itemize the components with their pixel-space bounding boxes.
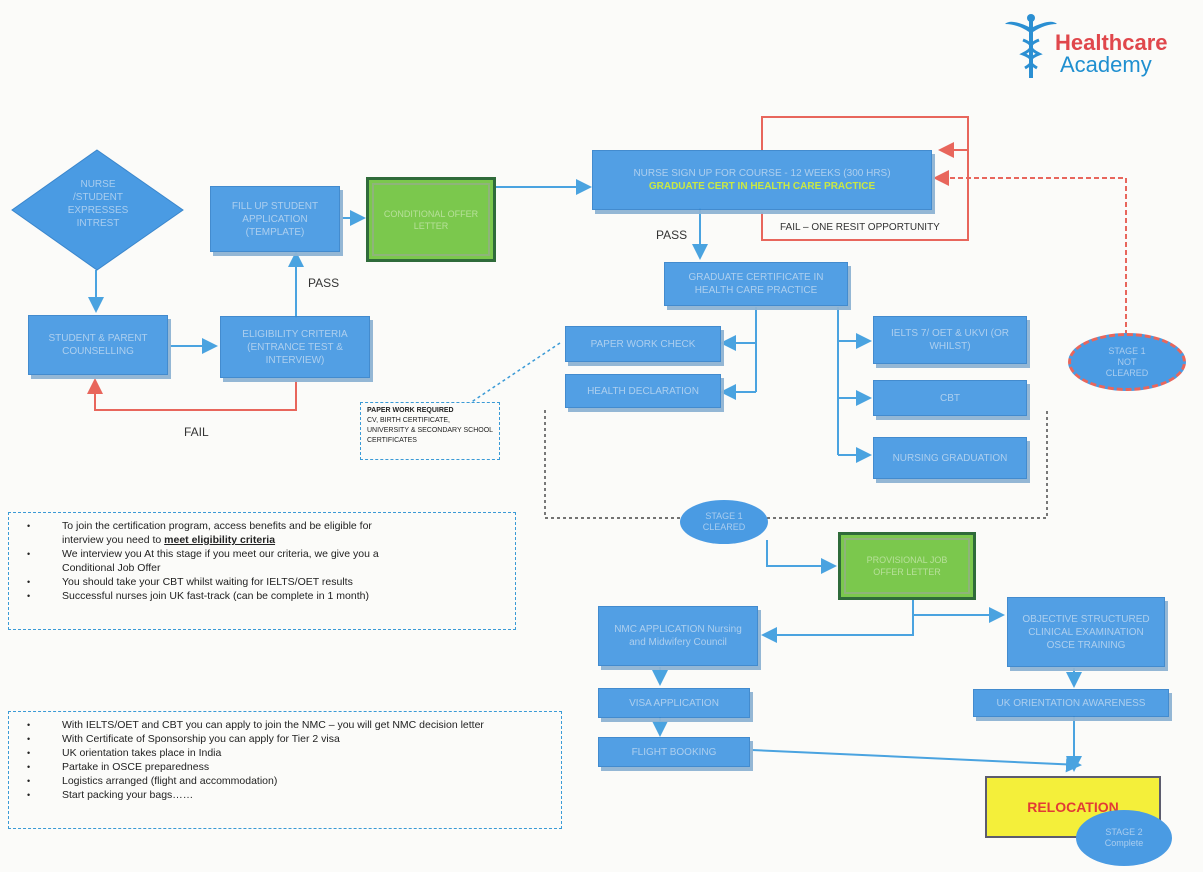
fail-arrow-stage1 xyxy=(933,170,1127,335)
note-emphasis: meet eligibility criteria xyxy=(164,534,276,546)
arrow-to-paperwork xyxy=(722,307,757,392)
relocation-note-item: With Certificate of Sponsorship you can … xyxy=(13,732,557,746)
eligibility-note-item: To join the certification program, acces… xyxy=(13,519,511,547)
signup-text: NURSE SIGN UP FOR COURSE - 12 WEEKS (300… xyxy=(633,168,891,179)
relocation-note-item: With IELTS/OET and CBT you can apply to … xyxy=(13,718,557,732)
node-health-declaration: HEALTH DECLARATION xyxy=(565,374,721,408)
note-continuation: Conditional Job Offer xyxy=(62,561,511,575)
node-application: FILL UP STUDENT APPLICATION (Template) xyxy=(210,186,340,252)
relocation-note-item: Logistics arranged (flight and accommoda… xyxy=(13,774,557,788)
node-visa: VISA APPLICATION xyxy=(598,688,750,718)
note-continuation-text: Conditional Job Offer xyxy=(62,562,161,574)
eligibility-note-item: Successful nurses join UK fast-track (ca… xyxy=(13,589,511,603)
node-eligibility: ELIGIBILITY CRITERIA (ENTRANCE TEST & IN… xyxy=(220,316,370,378)
logo-text-line2: Academy xyxy=(1060,52,1152,77)
stage1-not-cleared-badge: STAGE 1 NOT CLEARED xyxy=(1068,333,1186,391)
arrow-to-ielts xyxy=(837,307,870,455)
arrow-stage1-provisional xyxy=(766,540,837,574)
node-nursing-graduation: NURSING GRADUATION xyxy=(873,437,1027,479)
relocation-note-item: UK orientation takes place in India xyxy=(13,746,557,760)
pass-label-signup: PASS xyxy=(656,228,688,242)
paperwork-callout-line xyxy=(469,342,561,404)
eligibility-note-item: We interview you At this stage if you me… xyxy=(13,547,511,575)
relocation-notes: With IELTS/OET and CBT you can apply to … xyxy=(8,711,562,829)
eligibility-notes-list: To join the certification program, acces… xyxy=(13,519,511,603)
note-text: You should take your CBT whilst waiting … xyxy=(62,576,353,588)
node-grad-cert: GRADUATE CERTIFICATE IN HEALTH CARE PRAC… xyxy=(664,262,848,306)
start-diamond: NURSE /STUDENT EXPRESSES INTREST xyxy=(11,149,184,271)
relocation-note-item: Partake in OSCE preparedness xyxy=(13,760,557,774)
note-continuation: interview you need to meet eligibility c… xyxy=(62,533,511,547)
relocation-notes-list: With IELTS/OET and CBT you can apply to … xyxy=(13,718,557,802)
pass-label-eligibility: PASS xyxy=(308,276,340,290)
fail-label: FAIL xyxy=(184,425,209,439)
stage2-complete-badge: STAGE 2 Complete xyxy=(1076,810,1172,866)
node-osce: OBJECTIVE STRUCTURED CLINICAL EXAMINATIO… xyxy=(1007,597,1165,667)
fail-resit-label: FAIL – ONE RESIT OPPORTUNITY xyxy=(780,222,940,233)
eligibility-notes: To join the certification program, acces… xyxy=(8,512,516,630)
node-paperwork-check: PAPER WORK CHECK xyxy=(565,326,721,362)
logo-text-line1: Healthcare xyxy=(1055,30,1168,55)
healthcare-academy-logo: Healthcare Academy xyxy=(1003,10,1198,85)
fail-arrow-eligibility-counselling xyxy=(87,378,297,411)
caduceus-icon xyxy=(1005,14,1057,78)
note-text: We interview you At this stage if you me… xyxy=(62,548,379,560)
note-text: Successful nurses join UK fast-track (ca… xyxy=(62,590,369,602)
eligibility-note-item: You should take your CBT whilst waiting … xyxy=(13,575,511,589)
paperwork-note-title: PAPER WORK REQUIRED xyxy=(367,407,454,414)
node-provisional-offer: PROVISIONAL JOB OFFER LETTER xyxy=(838,532,976,600)
node-nmc-application: NMC APPLICATION Nursing and Midwifery Co… xyxy=(598,606,758,666)
arrow-provisional-nmc xyxy=(761,600,914,643)
paperwork-note-body: CV, BIRTH CERTIFICATE, UNIVERSITY & SECO… xyxy=(367,417,493,444)
node-offer-letter: CONDITIONAL OFFER LETTER xyxy=(366,177,496,262)
signup-highlight: GRADUATE CERT IN HEALTH CARE PRACTICE xyxy=(648,181,876,192)
note-text: To join the certification program, acces… xyxy=(62,520,372,532)
node-uk-orientation: UK ORIENTATION AWARENESS xyxy=(973,689,1169,717)
arrow-flight-relocation xyxy=(751,749,1082,773)
note-continuation-text: interview you need to xyxy=(62,534,165,546)
relocation-note-item: Start packing your bags…… xyxy=(13,788,557,802)
node-cbt: CBT xyxy=(873,380,1027,416)
nmc-application-label: NMC APPLICATION Nursing and Midwifery Co… xyxy=(614,624,742,648)
start-diamond-label: NURSE /STUDENT EXPRESSES INTREST xyxy=(67,179,129,229)
stage1-bracket xyxy=(544,410,1048,519)
paperwork-note: PAPER WORK REQUIRED CV, BIRTH CERTIFICAT… xyxy=(360,402,500,460)
node-signup: NURSE SIGN UP FOR COURSE - 12 WEEKS (300… xyxy=(592,150,932,210)
stage1-cleared-badge: STAGE 1 CLEARED xyxy=(680,500,768,544)
node-counselling: STUDENT & PARENT COUNSELLING xyxy=(28,315,168,375)
node-flight: FLIGHT BOOKING xyxy=(598,737,750,767)
node-ielts: IELTS 7/ OET & UKVI (OR WHILST) xyxy=(873,316,1027,364)
